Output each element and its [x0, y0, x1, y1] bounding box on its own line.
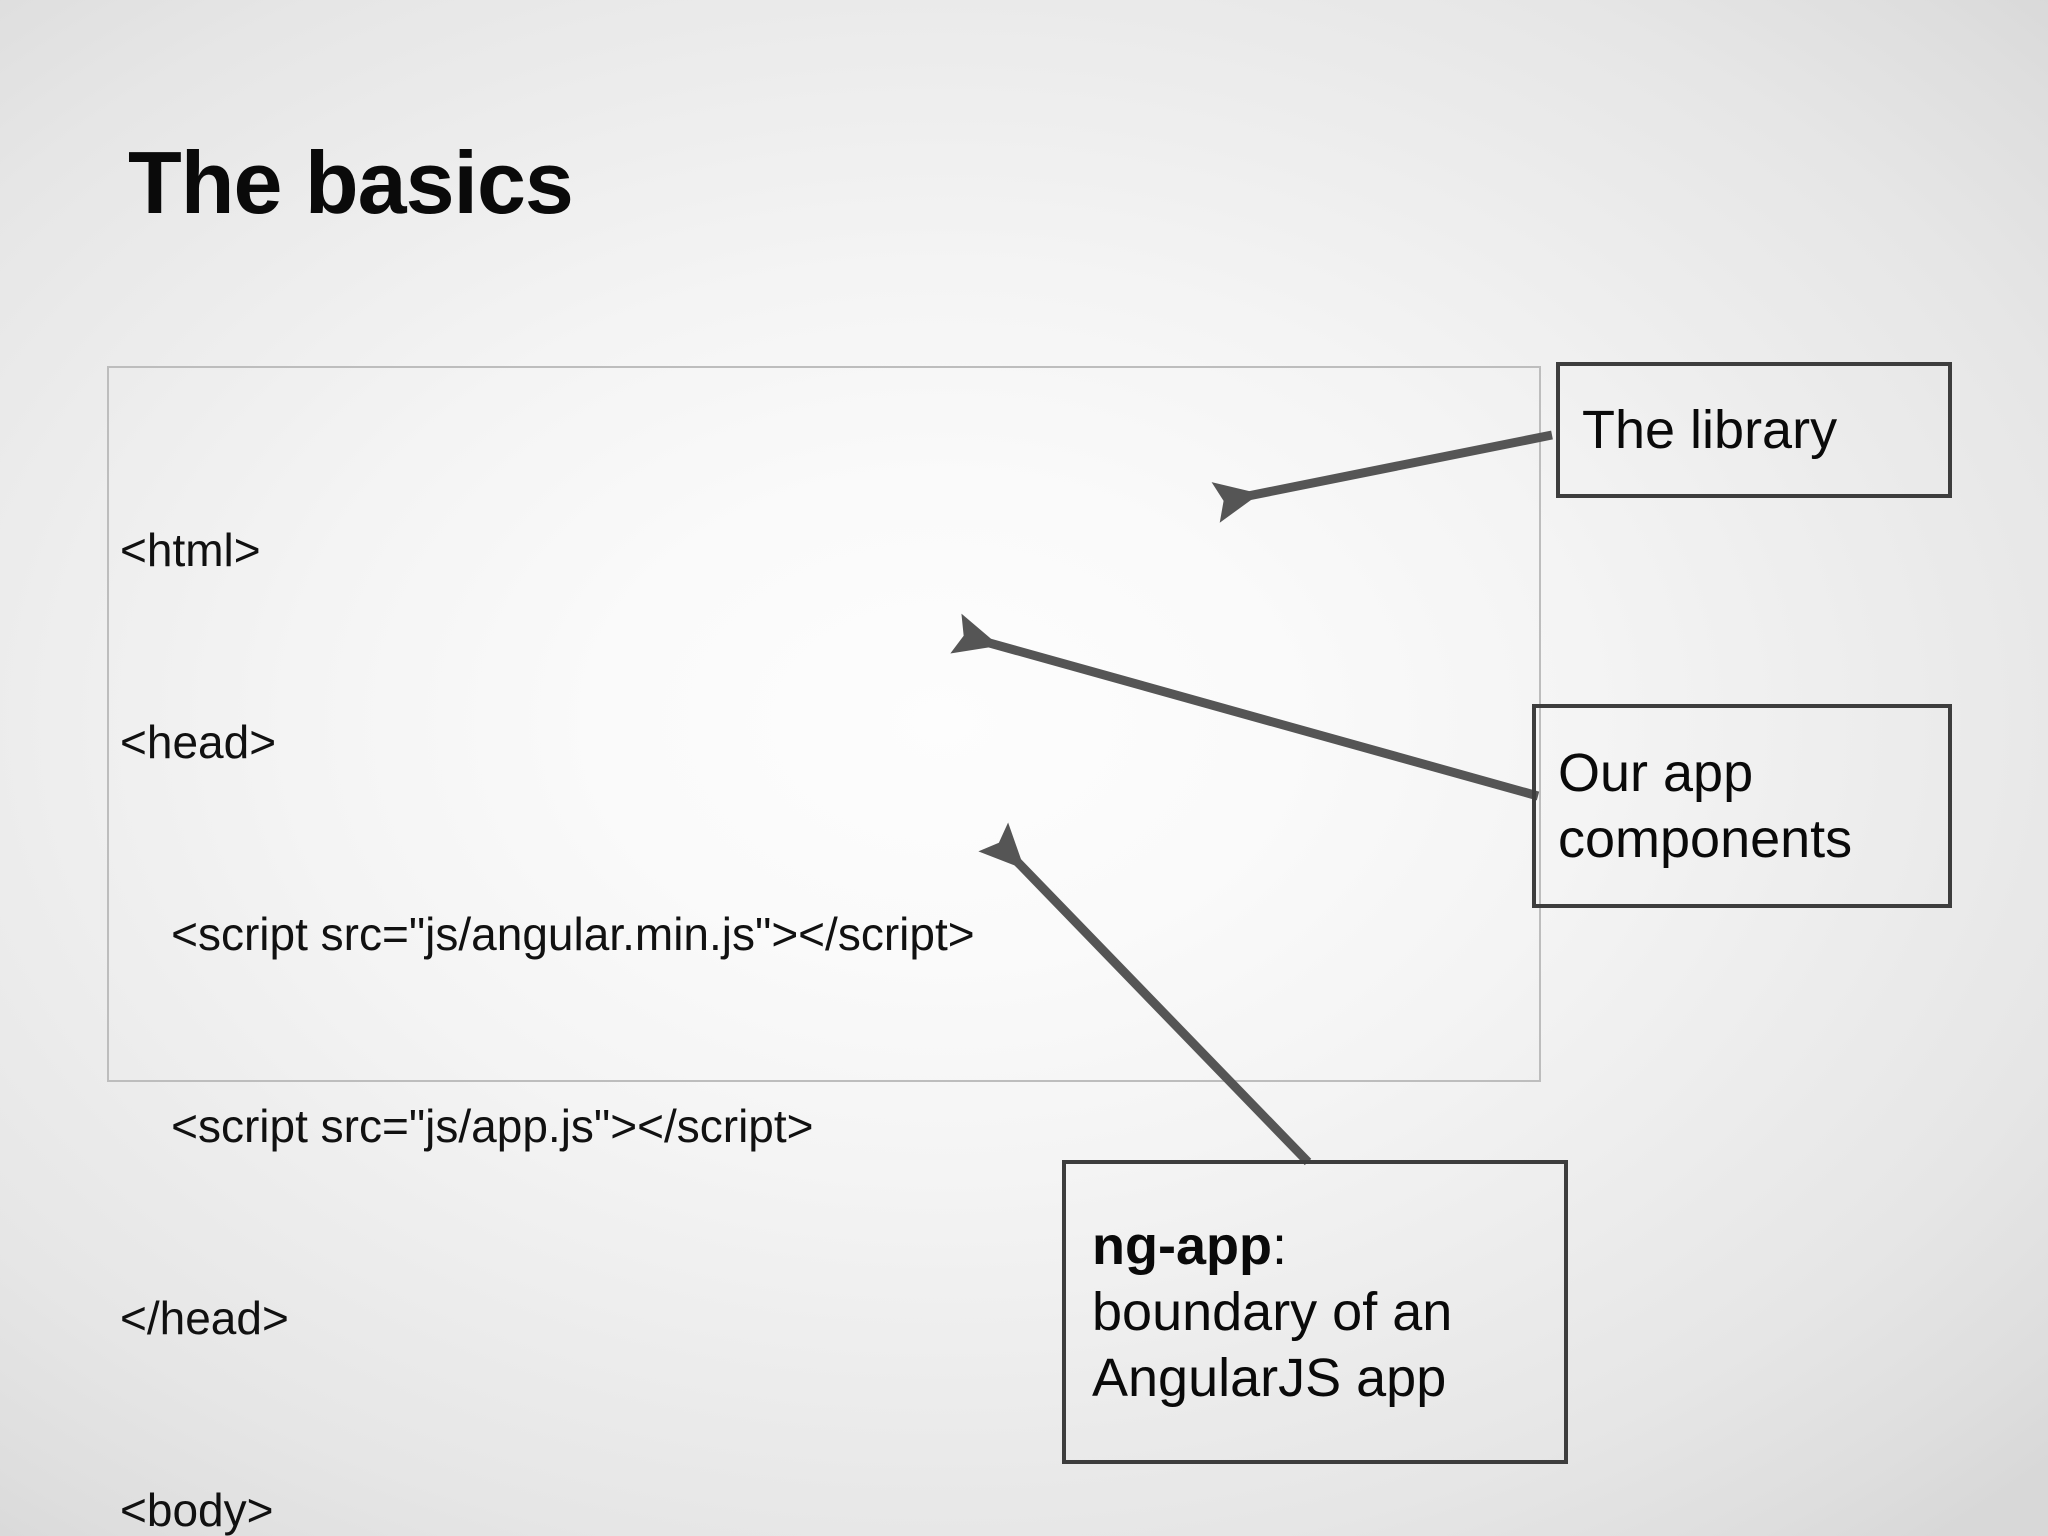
callout-ngapp-line1: ng-app: [1092, 1213, 1542, 1279]
code-line: <body> [120, 1484, 274, 1536]
code-listing: <html> <head> <script src="js/angular.mi… [120, 390, 975, 1536]
callout-ng-app: ng-app: boundary of an AngularJS app [1062, 1160, 1568, 1464]
callout-ngapp-line2: boundary of an [1092, 1282, 1453, 1342]
callout-ngapp-term: ng-app [1092, 1216, 1272, 1276]
callout-library-text: The library [1582, 400, 1838, 460]
callout-components-line1: Our app [1558, 743, 1754, 803]
callout-ngapp-line3: AngularJS app [1092, 1348, 1447, 1408]
callout-components-line2: components [1558, 809, 1853, 869]
code-line: </head> [120, 1292, 289, 1344]
page-title: The basics [128, 133, 574, 232]
callout-the-library: The library [1556, 362, 1952, 498]
code-line: <script src="js/app.js"></script> [120, 1100, 814, 1152]
code-line: <head> [120, 716, 277, 768]
callout-ngapp-colon: : [1271, 1216, 1287, 1276]
code-block-frame [107, 366, 1541, 1082]
callout-our-app-components: Our app components [1532, 704, 1952, 908]
code-line: <html> [120, 524, 261, 576]
code-line: <script src="js/angular.min.js"></script… [120, 908, 975, 960]
